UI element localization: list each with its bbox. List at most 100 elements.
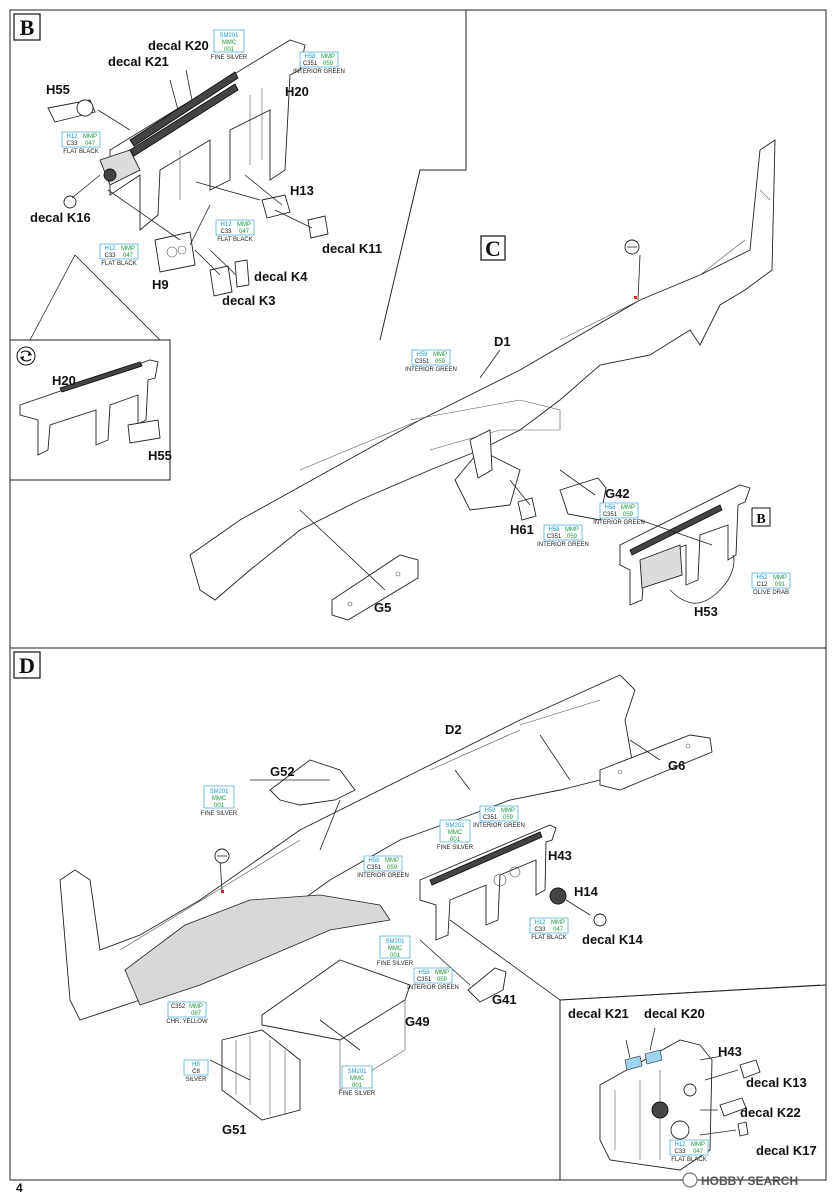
color-callout: C352 MMP 067 CHR. YELLOW [166, 1001, 208, 1025]
label-inset-h55: H55 [148, 448, 172, 463]
label-g52: G52 [270, 764, 295, 779]
svg-text:MMP: MMP [83, 134, 97, 140]
svg-text:MMP: MMP [621, 505, 635, 511]
svg-text:059: 059 [387, 865, 398, 871]
svg-text:OLIVE DRAB: OLIVE DRAB [753, 590, 789, 596]
svg-text:MMP: MMP [691, 1142, 705, 1148]
svg-text:C351: C351 [483, 815, 498, 821]
label-decal-k16: decal K16 [30, 210, 91, 225]
svg-text:FINE SILVER: FINE SILVER [339, 1091, 376, 1097]
svg-text:INTERIOR GREEN: INTERIOR GREEN [473, 823, 525, 829]
svg-text:INTERIOR GREEN: INTERIOR GREEN [357, 873, 409, 879]
svg-text:INTERIOR GREEN: INTERIOR GREEN [405, 367, 457, 373]
color-callout: H12 MMP C33 047 FLAT BLACK [99, 243, 139, 267]
label-inset-decal-k21: decal K21 [568, 1006, 629, 1021]
label-h61: H61 [510, 522, 534, 537]
svg-text:047: 047 [239, 229, 250, 235]
color-callout: H52 MMP C12 091 OLIVE DRAB [751, 572, 791, 596]
label-decal-k11: decal K11 [322, 241, 382, 256]
svg-text:C33: C33 [534, 927, 546, 933]
svg-text:059: 059 [323, 61, 334, 67]
step-c-ref-badge: B [751, 507, 771, 527]
label-h9: H9 [152, 277, 169, 292]
svg-text:047: 047 [85, 141, 96, 147]
svg-text:MMC: MMC [388, 946, 403, 952]
svg-text:H58: H58 [548, 527, 560, 533]
label-inset-h20: H20 [52, 373, 76, 388]
color-callout: SM201 MMC 001 FINE SILVER [339, 1065, 376, 1097]
svg-text:059: 059 [623, 512, 634, 518]
color-callout: H58 MMP C351 059 INTERIOR GREEN [593, 502, 645, 526]
step-b-badge: B [13, 13, 41, 41]
svg-text:FINE SILVER: FINE SILVER [437, 845, 474, 851]
svg-text:SM201: SM201 [347, 1069, 367, 1075]
svg-text:H58: H58 [484, 808, 496, 814]
label-d1: D1 [494, 334, 511, 349]
svg-text:MMC: MMC [212, 796, 227, 802]
svg-text:C33: C33 [66, 141, 78, 147]
step-c-badge: C [480, 235, 506, 261]
svg-text:H58: H58 [604, 505, 616, 511]
svg-text:FINE SILVER: FINE SILVER [377, 961, 414, 967]
color-callout: H58 MMP C351 059 INTERIOR GREEN [537, 524, 589, 548]
svg-text:INTERIOR GREEN: INTERIOR GREEN [407, 985, 459, 991]
step-c-ref-letter: B [756, 512, 765, 527]
label-g41: G41 [492, 992, 517, 1007]
rotate-icon [16, 346, 36, 366]
color-callout: H58 MMP C351 059 INTERIOR GREEN [407, 967, 459, 991]
svg-text:SM201: SM201 [385, 939, 405, 945]
label-decal-k20: decal K20 [148, 38, 209, 53]
svg-text:C351: C351 [367, 865, 382, 871]
svg-text:001: 001 [214, 803, 225, 809]
svg-text:MMC: MMC [350, 1076, 365, 1082]
label-d2: D2 [445, 722, 462, 737]
svg-text:MMP: MMP [237, 222, 251, 228]
label-h55: H55 [46, 82, 70, 97]
svg-text:FINE SILVER: FINE SILVER [201, 811, 238, 817]
label-decal-k4: decal K4 [254, 269, 308, 284]
color-callout: SM201 MMC 001 FINE SILVER [201, 785, 238, 817]
color-callout: SM201 MMC 001 FINE SILVER [211, 29, 248, 61]
label-g49: G49 [405, 1014, 430, 1029]
svg-text:001: 001 [352, 1083, 363, 1089]
svg-text:H52: H52 [756, 575, 768, 581]
svg-text:INTERIOR GREEN: INTERIOR GREEN [537, 542, 589, 548]
label-decal-k21: decal K21 [108, 54, 169, 69]
lower-panel-frame [9, 647, 827, 1181]
svg-text:C33: C33 [104, 253, 116, 259]
label-inset-h43: H43 [718, 1044, 742, 1059]
color-callout: SM201 MMC 001 FINE SILVER [437, 819, 474, 851]
hobby-search-logo-icon [682, 1172, 698, 1188]
color-callout: H12 MMP C33 047 FLAT BLACK [669, 1139, 709, 1163]
svg-text:MMP: MMP [501, 808, 515, 814]
svg-text:001: 001 [224, 47, 235, 53]
svg-text:MMP: MMP [121, 246, 135, 252]
svg-text:MMP: MMP [321, 54, 335, 60]
svg-text:059: 059 [437, 977, 448, 983]
step-b-drawing [29, 39, 329, 341]
svg-text:C351: C351 [603, 512, 618, 518]
label-decal-k13: decal K13 [746, 1075, 807, 1090]
label-decal-k14: decal K14 [582, 932, 643, 947]
d-inset-drawing [559, 984, 827, 1180]
svg-text:CHR. YELLOW: CHR. YELLOW [166, 1019, 208, 1025]
svg-text:H58: H58 [416, 352, 428, 358]
svg-text:067: 067 [191, 1011, 202, 1017]
label-decal-k3: decal K3 [222, 293, 275, 308]
svg-text:H8: H8 [192, 1062, 200, 1068]
step-d-letter: D [19, 653, 35, 678]
svg-text:H12: H12 [674, 1142, 686, 1148]
svg-text:H12: H12 [220, 222, 232, 228]
step-d-badge: D [13, 651, 41, 679]
svg-text:H12: H12 [534, 920, 546, 926]
svg-text:047: 047 [123, 253, 134, 259]
svg-text:C352: C352 [171, 1004, 186, 1010]
svg-text:MMP: MMP [565, 527, 579, 533]
step-c-letter: C [485, 236, 501, 261]
svg-text:C351: C351 [415, 359, 430, 365]
step-b-letter: B [20, 15, 35, 40]
label-g42: G42 [605, 486, 630, 501]
step-c-drawing [189, 139, 776, 621]
label-h43: H43 [548, 848, 572, 863]
